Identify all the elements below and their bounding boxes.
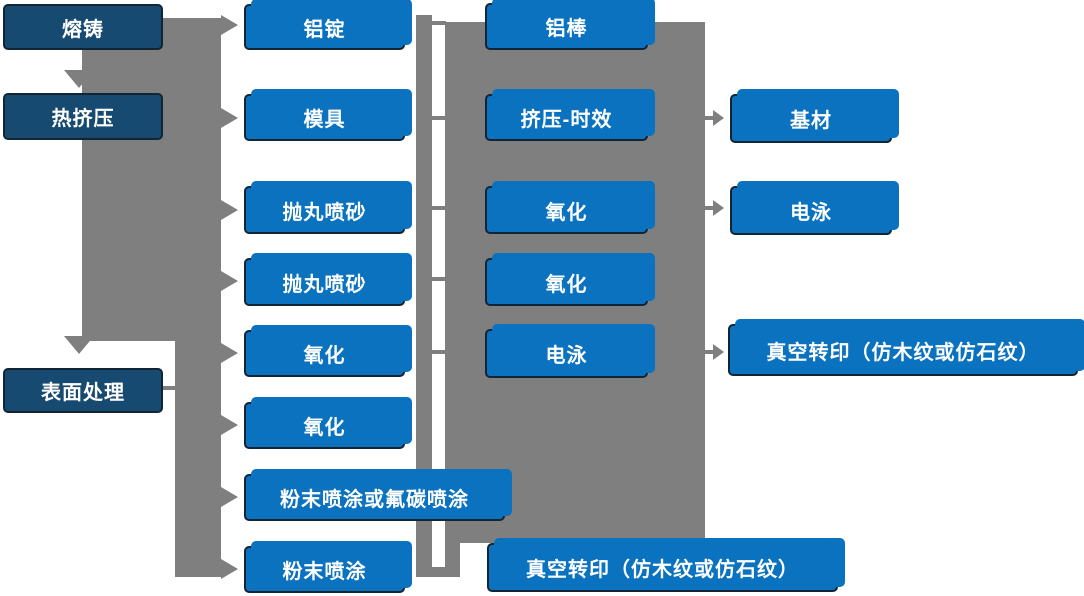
arrow-right-icon — [221, 343, 238, 363]
arrow-right-icon — [221, 15, 238, 35]
rail-left-lower — [175, 341, 221, 577]
arrow-down-icon — [64, 70, 94, 88]
arrow-down-icon — [64, 336, 94, 354]
stub-bottom-join — [416, 567, 460, 577]
shaft-to-electrophoresis — [705, 206, 714, 210]
node-powder-coating: 粉末喷涂 — [244, 546, 405, 593]
node-substrate: 基材 — [730, 94, 892, 143]
node-powder-or-fluorocarbon-coating: 粉末喷涂或氟碳喷涂 — [244, 474, 505, 521]
node-shot-blasting-2: 抛丸喷砂 — [244, 258, 405, 306]
arrow-right-icon — [221, 200, 238, 220]
stub-surface-treatment — [163, 386, 176, 390]
arrow-right-icon — [221, 559, 238, 579]
node-hot-extrusion: 热挤压 — [3, 93, 163, 140]
rail-left-main — [82, 18, 221, 341]
node-shot-blasting-1: 抛丸喷砂 — [244, 186, 405, 234]
node-electrophoresis-1: 电泳 — [485, 329, 648, 378]
stem-center-bottom — [445, 543, 460, 573]
shaft-to-substrate — [705, 116, 714, 120]
arrow-right-icon — [713, 344, 724, 360]
arrow-right-icon — [713, 200, 724, 216]
arrow-right-icon — [221, 487, 238, 507]
arrow-right-icon — [221, 108, 238, 128]
node-mold: 模具 — [244, 94, 405, 141]
node-oxidation-1: 氧化 — [244, 330, 405, 377]
stub-row-mold — [432, 116, 446, 120]
node-aluminum-ingot: 铝锭 — [244, 4, 405, 50]
node-aluminum-rod: 铝棒 — [485, 3, 648, 50]
node-oxidation-4: 氧化 — [485, 258, 648, 306]
node-vacuum-transfer-print-2: 真空转印（仿木纹或仿石纹） — [728, 324, 1078, 376]
arrow-right-icon — [221, 271, 238, 291]
node-extrusion-aging: 挤压-时效 — [485, 94, 648, 141]
arrow-right-icon — [713, 110, 724, 126]
stub-row-ingot — [432, 21, 446, 25]
node-electrophoresis-2: 电泳 — [730, 186, 892, 235]
rail-middle-vertical — [416, 15, 432, 577]
stub-row-oxidation1 — [432, 206, 446, 210]
arrow-right-icon — [221, 415, 238, 435]
node-melting-casting: 熔铸 — [3, 4, 163, 50]
node-oxidation-2: 氧化 — [244, 402, 405, 449]
stub-row-electrophoresis — [432, 350, 446, 354]
node-oxidation-3: 氧化 — [485, 186, 648, 234]
node-surface-treatment: 表面处理 — [3, 368, 163, 413]
shaft-to-vacuum-print — [705, 350, 714, 354]
node-vacuum-transfer-print-1: 真空转印（仿木纹或仿石纹） — [487, 543, 838, 592]
stub-row-oxidation2 — [432, 277, 446, 281]
